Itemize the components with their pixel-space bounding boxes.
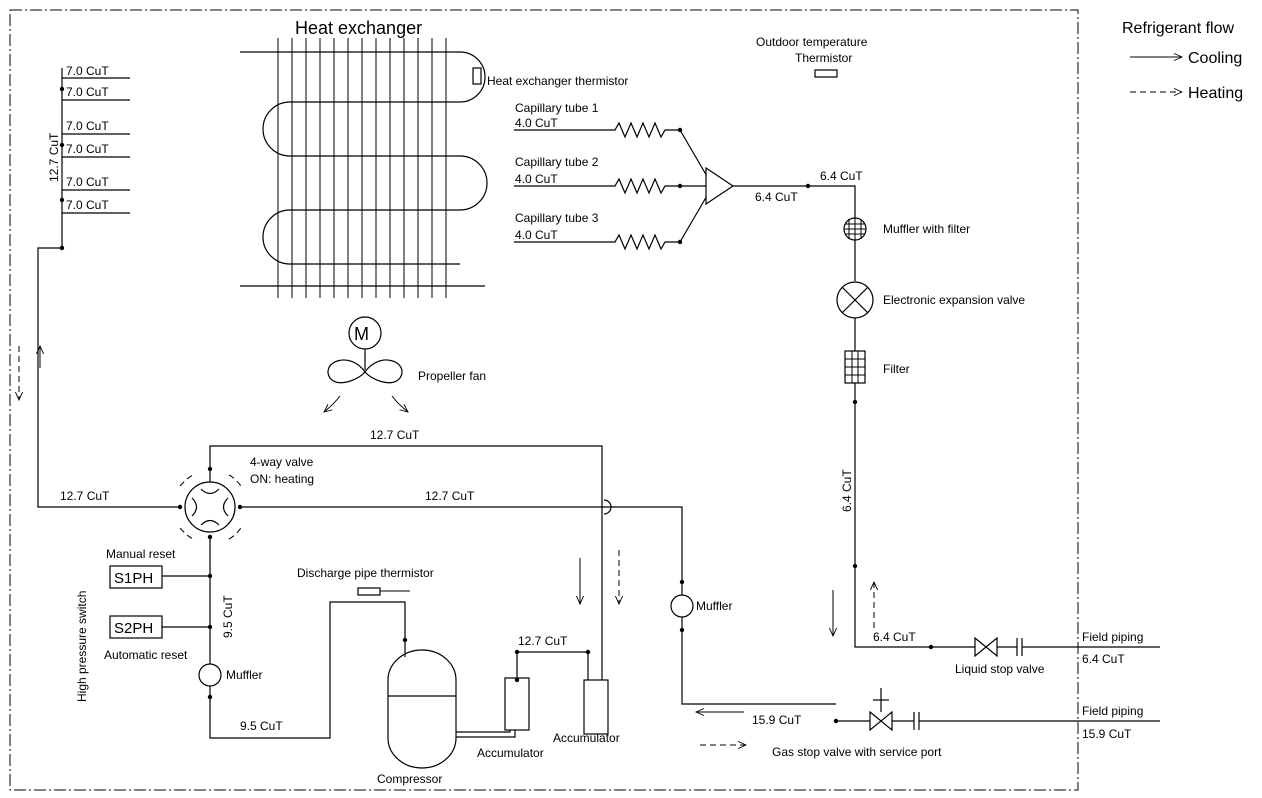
muffler-left-label: Muffler	[226, 668, 262, 682]
liquid-stop-valve-label: Liquid stop valve	[955, 662, 1045, 676]
hx-tube-label: 7.0 CuT	[66, 64, 109, 78]
fan-blade-icon	[327, 359, 366, 384]
muffler-right-label: Muffler	[696, 599, 732, 613]
capillary-3-label: Capillary tube 3	[515, 211, 599, 225]
hx-tube-label: 7.0 CuT	[66, 142, 109, 156]
four-way-valve-icon	[184, 481, 236, 533]
four-way-valve-label: 4-way valve	[250, 455, 314, 469]
heat-exchanger-fins	[277, 38, 447, 298]
dist-out-label: 6.4 CuT	[755, 190, 798, 204]
legend-heating-label: Heating	[1188, 85, 1243, 102]
discharge-vert-label: 9.5 CuT	[221, 595, 235, 638]
discharge-thermistor-icon	[357, 587, 381, 596]
hx-tube-label: 7.0 CuT	[66, 175, 109, 189]
suction-muffler: Muffler	[670, 579, 732, 633]
capillary-2-label: Capillary tube 2	[515, 155, 599, 169]
field-liquid-size: 6.4 CuT	[1082, 652, 1125, 666]
capillary-3-size: 4.0 CuT	[515, 228, 558, 242]
heat-exchanger: Heat exchanger Heat exchanger thermistor	[240, 18, 628, 298]
capillary-1-size: 4.0 CuT	[515, 116, 558, 130]
liquid-line: Muffler with filter Electronic expansion…	[833, 217, 1160, 676]
heat-exchanger-label: Heat exchanger	[295, 18, 422, 38]
four-way-valve-state-label: ON: heating	[250, 472, 314, 486]
liquid-bottom-label: 6.4 CuT	[873, 630, 916, 644]
outdoor-temp-label-2: Thermistor	[795, 51, 852, 65]
compressor-label: Compressor	[377, 772, 442, 786]
manual-reset-label: Manual reset	[106, 547, 176, 561]
muffler-right-icon	[670, 594, 694, 618]
discharge-line: Muffler 9.5 CuT 9.5 CuT Discharge pipe t…	[198, 537, 434, 739]
discharge-bottom-label: 9.5 CuT	[240, 719, 283, 733]
field-gas-size: 15.9 CuT	[1082, 727, 1132, 741]
gas-stop-valve-label: Gas stop valve with service port	[772, 745, 942, 759]
left-line-label: 12.7 CuT	[60, 489, 110, 503]
gas-line: 15.9 CuT Gas stop valve with service por…	[696, 688, 1160, 759]
capillary-2-size: 4.0 CuT	[515, 172, 558, 186]
field-piping-label-2: Field piping	[1082, 704, 1143, 718]
heat-exchanger-thermistor-icon	[472, 67, 482, 85]
filter-label: Filter	[883, 362, 910, 376]
top-loop-label: 12.7 CuT	[370, 428, 420, 442]
hx-tube-label: 7.0 CuT	[66, 119, 109, 133]
heat-exchanger-tube	[240, 51, 488, 265]
s1ph-switch-icon	[109, 565, 163, 589]
liquid-vertical-label: 6.4 CuT	[840, 469, 854, 512]
hx-inlet-tubes: 7.0 CuT 7.0 CuT 7.0 CuT 7.0 CuT 7.0 CuT …	[47, 64, 130, 251]
legend-title: Refrigerant flow	[1122, 20, 1234, 37]
high-pressure-switches: High pressure switch Manual reset S1PH S…	[75, 547, 210, 702]
accumulators: 12.7 CuT Accumulator Accumulator	[477, 550, 620, 760]
mid-line-label: 12.7 CuT	[425, 489, 475, 503]
fan-airflow-arrow	[391, 395, 408, 412]
hx-tube-label: 7.0 CuT	[66, 85, 109, 99]
dist-out-label-2: 6.4 CuT	[820, 169, 863, 183]
accumulator-2-label: Accumulator	[553, 731, 620, 745]
s2ph-label: S2PH	[114, 620, 153, 637]
accum-link-label: 12.7 CuT	[518, 634, 568, 648]
accumulator-1-icon	[504, 677, 530, 731]
high-pressure-switch-label: High pressure switch	[75, 591, 89, 702]
muffler-left-icon	[198, 663, 222, 687]
legend: Refrigerant flow Cooling Heating	[1122, 20, 1243, 102]
left-main-pipe	[37, 247, 180, 508]
distributor-icon	[705, 166, 735, 206]
electronic-expansion-valve-label: Electronic expansion valve	[883, 293, 1025, 307]
fan-airflow-arrow	[324, 395, 341, 412]
hx-header-label: 12.7 CuT	[47, 132, 61, 182]
hx-tube-label: 7.0 CuT	[66, 198, 109, 212]
four-way-valve-group: 12.7 CuT 4-way valve ON: heating 12.7 Cu…	[177, 428, 836, 705]
discharge-thermistor-label: Discharge pipe thermistor	[297, 566, 434, 580]
outdoor-temperature-thermistor: Outdoor temperature Thermistor	[756, 35, 868, 78]
automatic-reset-label: Automatic reset	[104, 648, 188, 662]
unit-boundary	[9, 9, 1079, 791]
propeller-fan: M Propeller fan	[324, 316, 486, 412]
outdoor-temp-label-1: Outdoor temperature	[756, 35, 868, 49]
field-piping-label-1: Field piping	[1082, 630, 1143, 644]
gas-line-label: 15.9 CuT	[752, 713, 802, 727]
compressor-icon	[387, 649, 457, 769]
compressor: Compressor	[377, 649, 516, 786]
muffler-with-filter-label: Muffler with filter	[883, 222, 970, 236]
capillary-tubes: Capillary tube 1 4.0 CuT Capillary tube …	[514, 101, 863, 251]
accumulator-1-label: Accumulator	[477, 746, 544, 760]
propeller-fan-label: Propeller fan	[418, 369, 486, 383]
accumulator-2-icon	[583, 679, 609, 735]
outdoor-thermistor-icon	[814, 69, 838, 78]
liquid-stop-valve-icon	[974, 636, 998, 658]
capillary-1-label: Capillary tube 1	[515, 101, 599, 115]
heat-exchanger-thermistor-label: Heat exchanger thermistor	[487, 74, 628, 88]
fan-motor-label: M	[354, 324, 369, 344]
s1ph-label: S1PH	[114, 570, 153, 587]
legend-cooling-label: Cooling	[1188, 50, 1242, 67]
gas-stop-valve-icon	[869, 710, 893, 732]
